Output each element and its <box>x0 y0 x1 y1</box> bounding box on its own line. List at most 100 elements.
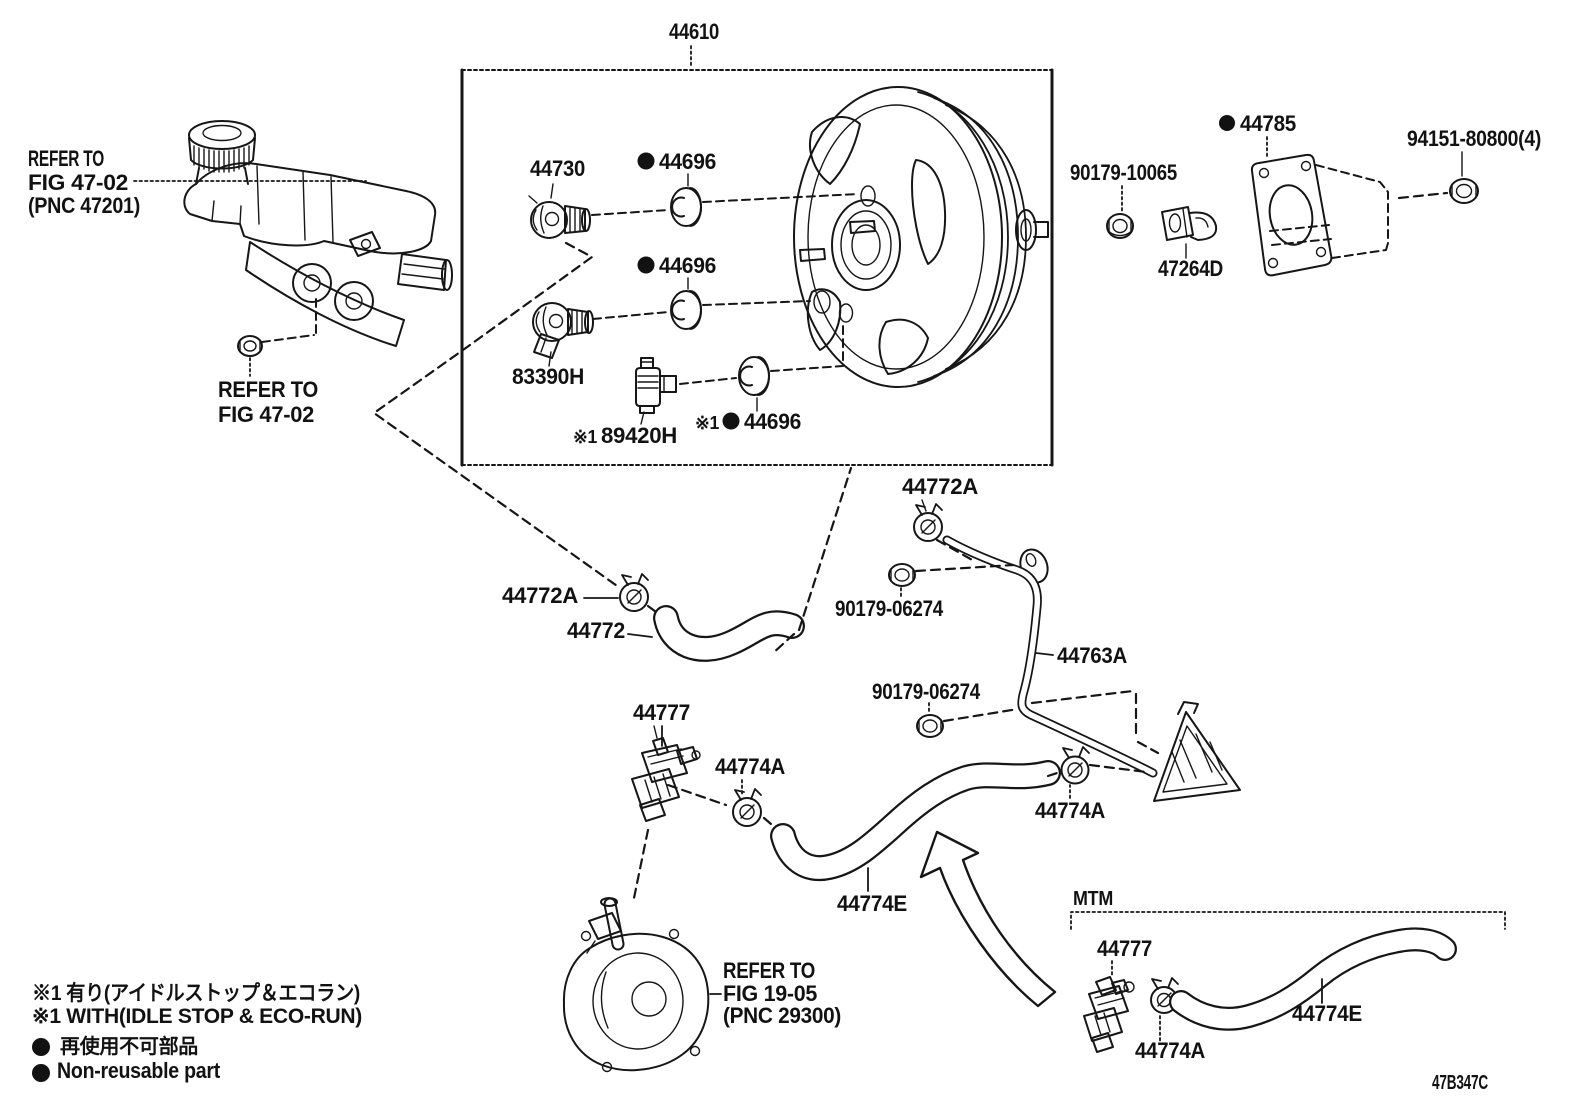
hose-44774E-upper <box>770 760 1061 882</box>
part-label-89420H: 89420H <box>601 423 677 448</box>
chain-clamp-to-pipe <box>935 538 976 563</box>
part-44696-grommet-3 <box>738 356 770 396</box>
cap-ribs <box>193 145 250 173</box>
clamp-44772A-left <box>619 573 649 612</box>
part-94151-80800-nut <box>1449 178 1479 204</box>
part-44696-grommet-2 <box>670 290 702 330</box>
chain-nut-to-bracket <box>942 689 1160 755</box>
part-47264D-clamp <box>1161 206 1218 241</box>
ref-master-cylinder-line3: (PNC 47201) <box>28 193 140 218</box>
pump-inlet <box>600 897 618 907</box>
legend-dot-jp <box>32 1038 50 1056</box>
cylinder-barrel <box>245 241 405 347</box>
vacuum-pump <box>562 897 710 1073</box>
mtm-tag: MTM <box>1073 888 1113 910</box>
booster-studs <box>799 220 876 262</box>
part-label-44774A-lower: 44774A <box>1135 1038 1205 1063</box>
part-label-94151-80800: 94151-80800(4) <box>1407 126 1541 151</box>
ref-nut-line1: REFER TO <box>218 377 318 402</box>
legend-note1-en: ※1 WITH(IDLE STOP & ECO-RUN) <box>32 1005 362 1028</box>
part-label-90179-10065: 90179-10065 <box>1070 160 1177 185</box>
booster-pushrod <box>1033 221 1049 238</box>
part-label-44610: 44610 <box>669 19 719 44</box>
ref-nut-line2: FIG 47-02 <box>218 402 314 427</box>
chain-nut-to-gasket <box>1397 191 1449 200</box>
valve-44777-upper <box>631 725 701 822</box>
part-label-90179-06274-lower: 90179-06274 <box>872 679 981 704</box>
nut-90179-06274-lower <box>916 714 944 738</box>
mtm-bracket <box>1070 911 1506 930</box>
part-label-44696-3: 44696 <box>744 409 801 434</box>
nonreusable-dot-44696-3 <box>722 412 740 430</box>
part-label-44772A-right: 44772A <box>902 474 978 499</box>
assembly-box-topbottom <box>461 69 1053 466</box>
master-cylinder-assembly <box>183 120 453 347</box>
clamp-44774A-upperleft <box>732 788 762 827</box>
part-label-44772A-left: 44772A <box>502 583 578 608</box>
reservoir-body <box>183 162 437 255</box>
booster-hub <box>1015 209 1037 251</box>
ref-pump-line2: FIG 19-05 <box>723 981 817 1006</box>
output-cylinder <box>397 253 447 291</box>
direction-arrow <box>919 830 1057 1008</box>
part-label-44777-upper: 44777 <box>633 700 690 725</box>
nonreusable-dot-44696-2 <box>637 256 655 274</box>
pump-body <box>562 932 710 1072</box>
chain-valve-clamp-hose <box>666 783 780 832</box>
chain-44730-to-booster <box>591 193 859 216</box>
part-label-44774A-upperright: 44774A <box>1035 798 1105 823</box>
figure-code: 47B347C <box>1432 1072 1488 1094</box>
chain-hose-44772 <box>646 466 853 656</box>
booster-port-upper <box>860 185 876 207</box>
legend-nonreusable-jp: 再使用不可部品 <box>60 1034 198 1058</box>
reservoir-cap <box>188 120 256 150</box>
part-83390H-switch <box>532 302 594 359</box>
legend-note1-jp: ※1 有り(アイドルストップ＆エコラン) <box>32 981 360 1005</box>
clamp-44774A-upperright <box>1060 746 1090 785</box>
brake-booster <box>793 86 1049 388</box>
part-label-44730: 44730 <box>530 156 585 181</box>
chain-box-to-hose-44772 <box>372 241 622 590</box>
nut-master-cylinder <box>237 335 263 357</box>
chain-nut-to-flange <box>914 563 1015 573</box>
nonreusable-dot-44785 <box>1219 115 1235 131</box>
ref-master-cylinder-line1: REFER TO <box>28 146 104 171</box>
part-label-47264D: 47264D <box>1158 256 1223 281</box>
ref-pump-line3: (PNC 29300) <box>723 1003 841 1028</box>
part-label-44785: 44785 <box>1240 111 1296 136</box>
part-90179-10065-nut <box>1106 213 1134 239</box>
clamp-44772A-right <box>913 503 943 542</box>
part-label-90179-06274-upper: 90179-06274 <box>835 596 944 621</box>
chain-valve-to-pump <box>632 828 650 900</box>
nonreusable-dot-44696-1 <box>637 152 655 170</box>
gasket-hidden-edges <box>1269 164 1389 259</box>
chain-89420H-to-booster <box>679 321 844 385</box>
note-marker-89420H: ※1 <box>573 427 597 447</box>
part-label-83390H: 83390H <box>512 364 584 389</box>
leader-nut-to-cylinder <box>261 297 317 343</box>
part-label-44696-1: 44696 <box>659 149 716 174</box>
part-label-44774E-lower: 44774E <box>1292 1001 1362 1026</box>
part-44696-grommet-1 <box>670 187 702 227</box>
part-44785-gasket <box>1250 153 1389 277</box>
legend-nonreusable-en: Non-reusable part <box>57 1058 221 1083</box>
ref-master-cylinder-line2: FIG 47-02 <box>28 170 128 195</box>
booster-center-boss <box>831 199 901 291</box>
booster-port-lower <box>813 290 831 314</box>
note-marker-44696-3: ※1 <box>695 413 719 433</box>
part-44730-check-valve <box>528 195 591 239</box>
nut-90179-06274-upper <box>888 563 916 587</box>
part-label-44777-lower: 44777 <box>1097 936 1152 961</box>
part-label-44774A-upperleft: 44774A <box>715 754 785 779</box>
valve-44777-lower <box>1083 976 1135 1053</box>
legend: ※1 有り(アイドルストップ＆エコラン) ※1 WITH(IDLE STOP &… <box>32 981 362 1083</box>
chain-83390H-to-booster <box>592 300 811 320</box>
legend-dot-en <box>32 1064 50 1082</box>
part-label-44763A: 44763A <box>1057 643 1127 668</box>
ref-pump-line1: REFER TO <box>723 958 815 983</box>
part-label-44772: 44772 <box>567 618 625 643</box>
pipe-bracket <box>1153 701 1241 802</box>
part-89420H-sensor <box>635 357 677 414</box>
